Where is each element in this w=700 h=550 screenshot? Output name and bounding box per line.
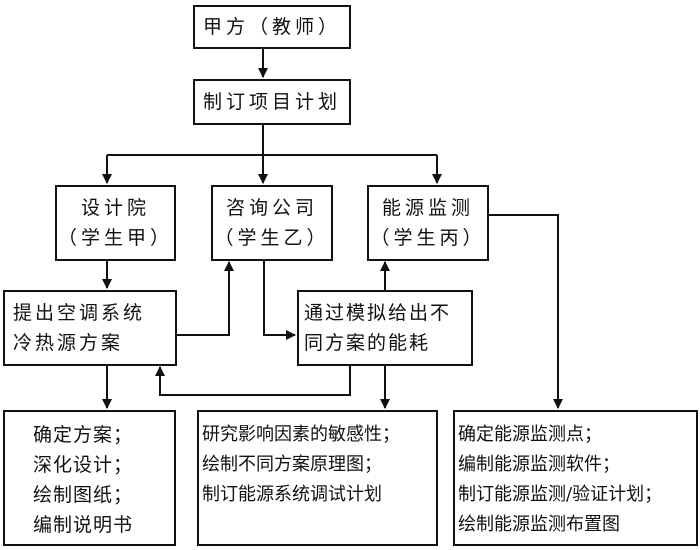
node-design-title: 设计院 xyxy=(80,197,150,219)
node-consult-tasks: 研究影响因素的敏感性； 绘制不同方案原理图； 制订能源系统调试计划 xyxy=(197,410,438,546)
edge-energy-tasks xyxy=(489,214,563,409)
node-consult-role: （学生乙） xyxy=(214,227,330,249)
design-task-item: 深化设计； xyxy=(33,454,134,476)
consult-task-item: 研究影响因素的敏感性； xyxy=(202,424,400,445)
node-energy-tasks: 确定能源监测点； 编制能源监测软件； 制订能源监测/验证计划； 绘制能源监测布置… xyxy=(453,410,698,546)
energy-task-item: 制订能源监测/验证计划； xyxy=(458,484,663,505)
node-simulation: 通过模拟给出不 同方案的能耗 xyxy=(297,290,473,366)
energy-task-item: 绘制能源监测布置图 xyxy=(458,514,620,535)
node-design-tasks: 确定方案； 深化设计； 绘制图纸； 编制说明书 xyxy=(3,410,176,546)
node-plan-label: 制订项目计划 xyxy=(202,91,341,113)
edge-proposal-consult xyxy=(177,261,234,336)
design-task-item: 确定方案； xyxy=(33,424,134,446)
node-simulation-line-1: 通过模拟给出不 xyxy=(304,302,452,324)
design-task-item: 绘制图纸； xyxy=(33,484,134,506)
node-energy-role: （学生丙） xyxy=(370,227,486,249)
energy-task-item: 编制能源监测软件； xyxy=(458,454,620,475)
node-design-role: （学生甲） xyxy=(57,227,173,249)
edge-simulation-proposal xyxy=(155,366,351,396)
node-proposal-line-2: 冷热源方案 xyxy=(13,332,124,354)
node-proposal-line-1: 提出空调系统 xyxy=(13,302,146,324)
node-energy-title: 能源监测 xyxy=(381,197,474,219)
node-proposal: 提出空调系统 冷热源方案 xyxy=(3,290,177,366)
node-energy: 能源监测 （学生丙） xyxy=(367,185,489,261)
node-simulation-line-2: 同方案的能耗 xyxy=(304,332,431,354)
node-client: 甲方（教师） xyxy=(193,5,351,49)
node-consult-title: 咨询公司 xyxy=(225,197,318,219)
node-client-label: 甲方（教师） xyxy=(202,16,341,38)
node-consult: 咨询公司 （学生乙） xyxy=(211,185,333,261)
consult-task-item: 制订能源系统调试计划 xyxy=(202,484,382,505)
energy-task-item: 确定能源监测点； xyxy=(458,424,602,445)
consult-task-item: 绘制不同方案原理图； xyxy=(202,454,382,475)
edge-consult-simulation xyxy=(263,261,296,340)
node-design: 设计院 （学生甲） xyxy=(55,185,176,261)
design-task-item: 编制说明书 xyxy=(33,514,134,536)
node-plan: 制订项目计划 xyxy=(193,79,351,125)
